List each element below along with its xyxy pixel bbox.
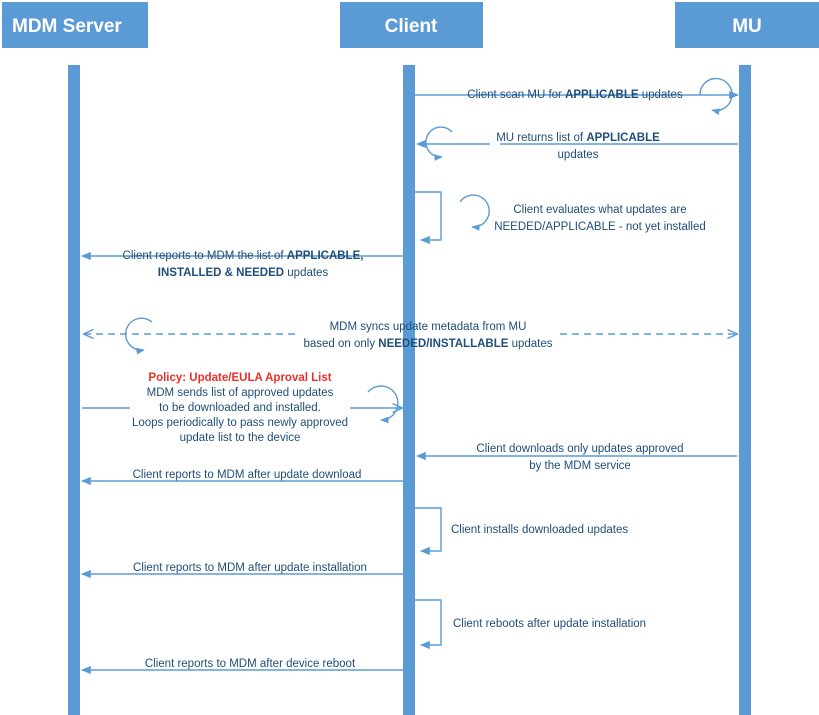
message-m1[interactable]: Client scan MU for APPLICABLE updates — [415, 77, 739, 116]
actor-header-client[interactable]: Client — [340, 2, 483, 48]
message-label-m2-line2: updates — [558, 149, 599, 161]
message-label-m6-policy: Policy: Update/EULA Aproval List — [148, 372, 331, 384]
lifeline-mu-bottom — [739, 335, 751, 715]
message-label-m2-line1: MU returns list of APPLICABLE — [496, 132, 660, 144]
message-label-m6-line3: to be downloaded and installed. — [159, 402, 321, 414]
message-label-m9: Client installs downloaded updates — [451, 524, 628, 536]
actor-header-mu[interactable]: MU — [675, 2, 819, 48]
message-label-m3-line2: NEEDED/APPLICABLE - not yet installed — [494, 221, 706, 233]
message-label-m6-line2: MDM sends list of approved updates — [147, 387, 334, 399]
loop-icon-m2 — [425, 126, 453, 161]
message-m10[interactable]: Client reports to MDM after update insta… — [81, 562, 403, 579]
message-m7[interactable]: Client downloads only updates approved b… — [416, 443, 737, 472]
message-label-m1: Client scan MU for APPLICABLE updates — [467, 89, 683, 101]
self-call-box-m11 — [415, 599, 442, 650]
message-m6[interactable]: Policy: Update/EULA Aproval List MDM sen… — [82, 372, 402, 444]
self-call-box-m9 — [415, 507, 442, 556]
message-m9[interactable]: Client installs downloaded updates — [415, 507, 628, 556]
self-call-box-m3 — [415, 191, 442, 245]
loop-icon-m6 — [367, 385, 399, 424]
message-label-m3-line1: Client evaluates what updates are — [513, 204, 686, 216]
loop-icon-m1 — [699, 77, 733, 116]
message-label-m10: Client reports to MDM after update insta… — [133, 562, 367, 574]
message-label-m7-line1: Client downloads only updates approved — [476, 443, 683, 455]
message-m2[interactable]: MU returns list of APPLICABLE updates — [416, 126, 738, 161]
message-label-m11: Client reboots after update installation — [453, 618, 646, 630]
message-m8[interactable]: Client reports to MDM after update downl… — [81, 469, 403, 486]
message-label-m7-line2: by the MDM service — [529, 460, 631, 472]
message-label-m4-line2: INSTALLED & NEEDED updates — [158, 267, 329, 279]
actor-label-mdm-server: MDM Server — [12, 16, 122, 37]
lifeline-mu-top — [739, 65, 751, 155]
message-label-m5-line2: based on only NEEDED/INSTALLABLE updates — [303, 338, 552, 350]
message-m12[interactable]: Client reports to MDM after device reboo… — [81, 658, 403, 675]
loop-icon-m5 — [124, 317, 153, 355]
message-label-m4-line1: Client reports to MDM the list of APPLIC… — [123, 250, 364, 262]
actor-label-client: Client — [385, 16, 438, 37]
message-label-m6-line4: Loops periodically to pass newly approve… — [132, 417, 348, 429]
message-label-m8: Client reports to MDM after update downl… — [133, 469, 362, 481]
message-label-m6-line5: update list to the device — [180, 432, 301, 444]
lifeline-mu-mid — [739, 155, 751, 335]
loop-icon-m3 — [459, 194, 490, 231]
message-label-m5-line1: MDM syncs update metadata from MU — [330, 321, 527, 333]
lifeline-mdm-server — [68, 65, 80, 715]
actor-header-mdm-server[interactable]: MDM Server — [2, 2, 148, 48]
actor-label-mu: MU — [732, 16, 762, 37]
activation-bar-client-policy — [403, 382, 415, 474]
message-m5[interactable]: MDM syncs update metadata from MU based … — [84, 317, 737, 355]
message-m4[interactable]: Client reports to MDM the list of APPLIC… — [81, 250, 403, 279]
message-label-m12: Client reports to MDM after device reboo… — [145, 658, 356, 670]
message-m11[interactable]: Client reboots after update installation — [415, 599, 646, 650]
message-m3[interactable]: Client evaluates what updates are NEEDED… — [415, 191, 706, 245]
